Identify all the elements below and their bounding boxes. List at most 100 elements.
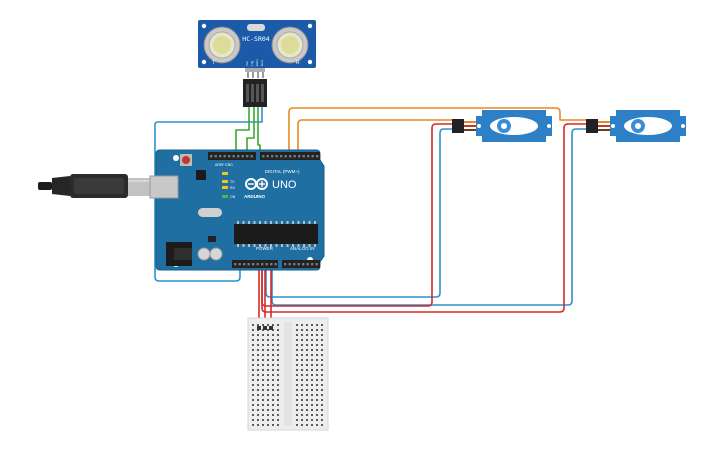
breadboard-hole[interactable] xyxy=(272,354,274,356)
breadboard-hole[interactable] xyxy=(257,419,259,421)
breadboard-hole[interactable] xyxy=(306,329,308,331)
breadboard-hole[interactable] xyxy=(316,414,318,416)
header-pin[interactable] xyxy=(302,155,305,158)
breadboard-hole[interactable] xyxy=(321,334,323,336)
breadboard-hole[interactable] xyxy=(311,424,313,426)
breadboard-hole[interactable] xyxy=(257,354,259,356)
breadboard-hole[interactable] xyxy=(252,419,254,421)
breadboard-hole[interactable] xyxy=(262,374,264,376)
breadboard-hole[interactable] xyxy=(311,379,313,381)
breadboard-hole[interactable] xyxy=(301,384,303,386)
digital-header[interactable] xyxy=(208,152,320,160)
header-pin[interactable] xyxy=(265,263,268,266)
header-pin[interactable] xyxy=(228,155,231,158)
breadboard-hole[interactable] xyxy=(321,364,323,366)
breadboard-hole[interactable] xyxy=(262,424,264,426)
breadboard-hole[interactable] xyxy=(262,354,264,356)
header-pin[interactable] xyxy=(271,155,274,158)
breadboard-hole[interactable] xyxy=(296,384,298,386)
breadboard-hole[interactable] xyxy=(272,394,274,396)
header-pin[interactable] xyxy=(311,263,314,266)
breadboard-hole[interactable] xyxy=(267,349,269,351)
breadboard-hole[interactable] xyxy=(257,349,259,351)
breadboard-hole[interactable] xyxy=(321,404,323,406)
breadboard-hole[interactable] xyxy=(306,389,308,391)
breadboard-hole[interactable] xyxy=(321,424,323,426)
header-pin[interactable] xyxy=(266,155,269,158)
header-pin[interactable] xyxy=(297,263,300,266)
breadboard-hole[interactable] xyxy=(306,384,308,386)
header-pin[interactable] xyxy=(307,155,310,158)
header-pin[interactable] xyxy=(311,155,314,158)
header-pin[interactable] xyxy=(237,155,240,158)
breadboard-hole[interactable] xyxy=(316,369,318,371)
breadboard-hole[interactable] xyxy=(257,369,259,371)
breadboard-hole[interactable] xyxy=(321,409,323,411)
breadboard-hole[interactable] xyxy=(257,414,259,416)
breadboard-hole[interactable] xyxy=(252,369,254,371)
breadboard-hole[interactable] xyxy=(277,359,279,361)
breadboard-hole[interactable] xyxy=(311,344,313,346)
breadboard-hole[interactable] xyxy=(257,394,259,396)
breadboard-hole[interactable] xyxy=(272,359,274,361)
breadboard-hole[interactable] xyxy=(272,374,274,376)
header-pin[interactable] xyxy=(302,263,305,266)
breadboard-hole[interactable] xyxy=(306,394,308,396)
breadboard-hole[interactable] xyxy=(316,339,318,341)
breadboard-hole[interactable] xyxy=(272,414,274,416)
header-pin[interactable] xyxy=(234,263,237,266)
breadboard-hole[interactable] xyxy=(252,339,254,341)
header-pin[interactable] xyxy=(210,155,213,158)
breadboard-hole[interactable] xyxy=(277,409,279,411)
usb-jack[interactable] xyxy=(149,175,179,199)
breadboard-hole[interactable] xyxy=(311,339,313,341)
header-pin[interactable] xyxy=(262,155,265,158)
breadboard-hole[interactable] xyxy=(267,359,269,361)
breadboard-hole[interactable] xyxy=(252,374,254,376)
header-pin[interactable] xyxy=(284,155,287,158)
breadboard-hole[interactable] xyxy=(316,349,318,351)
breadboard-hole[interactable] xyxy=(296,349,298,351)
breadboard-hole[interactable] xyxy=(267,424,269,426)
header-pin[interactable] xyxy=(298,155,301,158)
header-pin[interactable] xyxy=(246,155,249,158)
breadboard-hole[interactable] xyxy=(301,324,303,326)
breadboard-hole[interactable] xyxy=(306,324,308,326)
breadboard-hole[interactable] xyxy=(301,419,303,421)
breadboard-hole[interactable] xyxy=(267,339,269,341)
header-pin[interactable] xyxy=(243,263,246,266)
breadboard-hole[interactable] xyxy=(267,404,269,406)
reset-button-cap[interactable] xyxy=(182,156,190,164)
breadboard-hole[interactable] xyxy=(311,334,313,336)
breadboard-hole[interactable] xyxy=(262,359,264,361)
breadboard-hole[interactable] xyxy=(262,399,264,401)
breadboard-hole[interactable] xyxy=(277,424,279,426)
breadboard-hole[interactable] xyxy=(301,394,303,396)
breadboard-hole[interactable] xyxy=(277,354,279,356)
breadboard-hole[interactable] xyxy=(296,404,298,406)
breadboard-hole[interactable] xyxy=(252,324,254,326)
breadboard-hole[interactable] xyxy=(311,374,313,376)
breadboard-hole[interactable] xyxy=(252,329,254,331)
breadboard-hole[interactable] xyxy=(252,424,254,426)
breadboard-hole[interactable] xyxy=(262,344,264,346)
breadboard-hole[interactable] xyxy=(257,389,259,391)
header-pin[interactable] xyxy=(289,155,292,158)
breadboard-hole[interactable] xyxy=(301,334,303,336)
breadboard-hole[interactable] xyxy=(301,374,303,376)
breadboard-hole[interactable] xyxy=(296,394,298,396)
servo-motor-2[interactable] xyxy=(586,110,686,142)
breadboard-hole[interactable] xyxy=(252,384,254,386)
breadboard-hole[interactable] xyxy=(316,354,318,356)
breadboard-hole[interactable] xyxy=(296,369,298,371)
breadboard-hole[interactable] xyxy=(267,334,269,336)
breadboard-hole[interactable] xyxy=(316,364,318,366)
breadboard-hole[interactable] xyxy=(267,354,269,356)
breadboard-hole[interactable] xyxy=(311,369,313,371)
breadboard-hole[interactable] xyxy=(311,399,313,401)
breadboard-hole[interactable] xyxy=(252,404,254,406)
breadboard-hole[interactable] xyxy=(301,359,303,361)
breadboard-hole[interactable] xyxy=(321,414,323,416)
breadboard-hole[interactable] xyxy=(252,364,254,366)
breadboard-hole[interactable] xyxy=(277,394,279,396)
